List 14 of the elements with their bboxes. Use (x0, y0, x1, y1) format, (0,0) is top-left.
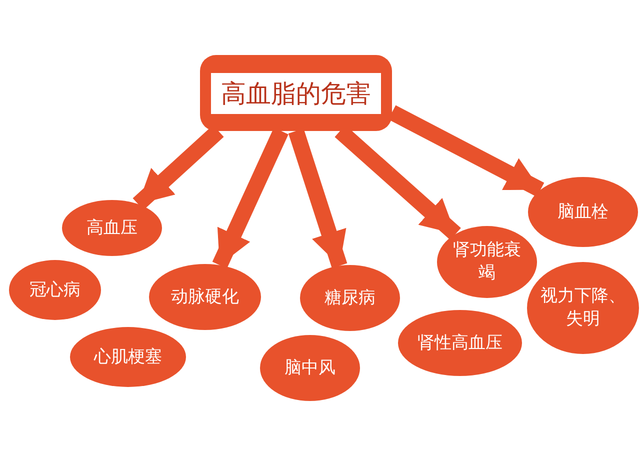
node-label: 脑血栓 (558, 200, 608, 224)
node-label: 肾功能衰竭 (452, 239, 522, 285)
arrow (388, 105, 544, 197)
node-label: 心肌梗塞 (94, 346, 162, 368)
title-box (200, 55, 392, 131)
node-label: 视力下降、失明 (540, 285, 626, 331)
title-text: 高血脂的危害 (209, 70, 383, 116)
node-label: 高血压 (86, 216, 138, 240)
node-label: 糖尿病 (324, 286, 376, 310)
node-label: 动脉硬化 (171, 286, 239, 308)
node-label: 脑中风 (284, 356, 336, 380)
node-label: 肾性高血压 (418, 332, 502, 354)
arrow (288, 128, 348, 268)
node-label: 冠心病 (30, 278, 80, 302)
